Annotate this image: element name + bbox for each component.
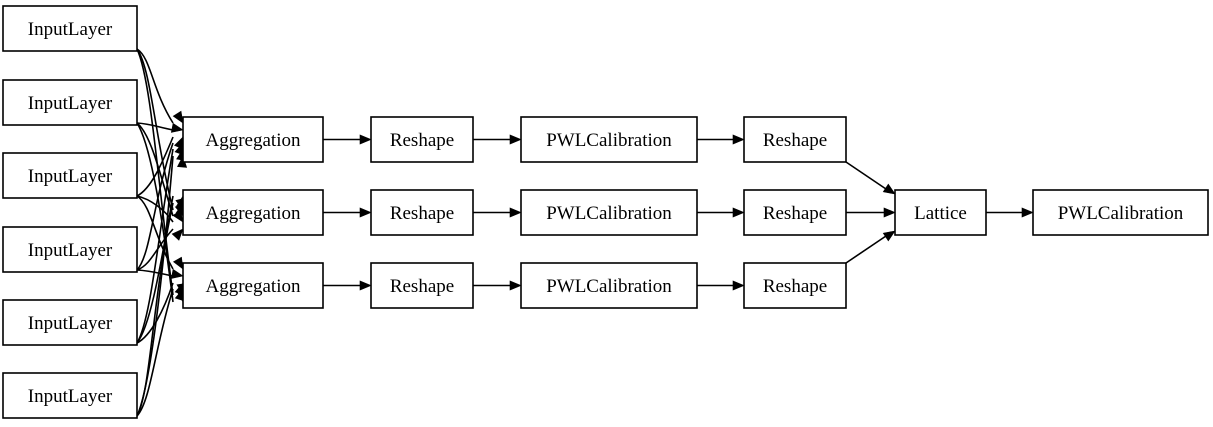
- node-box-rs1a: [370, 116, 474, 163]
- edge-rs1b-to-lattice: [845, 161, 896, 195]
- node-rs2b[interactable]: Reshape: [743, 189, 847, 236]
- edge-in2-to-agg1: [136, 122, 184, 133]
- node-box-in1: [2, 5, 138, 52]
- node-box-rs2a: [370, 189, 474, 236]
- node-label-rs3a: Reshape: [390, 276, 454, 297]
- node-in4[interactable]: InputLayer: [2, 226, 138, 273]
- node-rs2a[interactable]: Reshape: [370, 189, 474, 236]
- edge-pwl2-to-rs2b: [697, 207, 745, 218]
- node-pwl2[interactable]: PWLCalibration: [520, 189, 698, 236]
- node-rs3a[interactable]: Reshape: [370, 262, 474, 309]
- node-label-rs3b: Reshape: [763, 276, 827, 297]
- edge-in4-to-agg2: [136, 228, 184, 271]
- edge-agg2-to-rs2a: [323, 207, 372, 218]
- node-box-rs3a: [370, 262, 474, 309]
- nodes-layer: InputLayerInputLayerInputLayerInputLayer…: [2, 5, 1209, 419]
- node-rs1b[interactable]: Reshape: [743, 116, 847, 163]
- node-in1[interactable]: InputLayer: [2, 5, 138, 52]
- node-label-agg3: Aggregation: [206, 276, 301, 297]
- node-label-agg2: Aggregation: [206, 203, 301, 224]
- node-agg3[interactable]: Aggregation: [182, 262, 324, 309]
- node-in5[interactable]: InputLayer: [2, 299, 138, 346]
- node-box-out: [1032, 189, 1209, 236]
- node-label-in4: InputLayer: [28, 240, 113, 261]
- node-label-rs2a: Reshape: [390, 203, 454, 224]
- node-box-agg3: [182, 262, 324, 309]
- node-agg1[interactable]: Aggregation: [182, 116, 324, 163]
- node-rs3b[interactable]: Reshape: [743, 262, 847, 309]
- node-in3[interactable]: InputLayer: [2, 152, 138, 199]
- edges-layer: [136, 48, 1034, 417]
- edge-rs2a-to-pwl2: [473, 207, 522, 218]
- node-box-pwl3: [520, 262, 698, 309]
- node-label-pwl2: PWLCalibration: [546, 203, 672, 224]
- node-label-in3: InputLayer: [28, 166, 113, 187]
- node-box-rs2b: [743, 189, 847, 236]
- edge-agg1-to-rs1a: [323, 134, 372, 145]
- node-out[interactable]: PWLCalibration: [1032, 189, 1209, 236]
- node-box-pwl1: [520, 116, 698, 163]
- node-label-lat: Lattice: [914, 203, 967, 224]
- edge-pwl1-to-rs1b: [697, 134, 745, 145]
- node-label-in1: InputLayer: [28, 19, 113, 40]
- node-label-rs2b: Reshape: [763, 203, 827, 224]
- node-in6[interactable]: InputLayer: [2, 372, 138, 419]
- node-label-in2: InputLayer: [28, 93, 113, 114]
- node-label-rs1a: Reshape: [390, 130, 454, 151]
- node-box-agg2: [182, 189, 324, 236]
- node-label-in6: InputLayer: [28, 386, 113, 407]
- node-box-pwl2: [520, 189, 698, 236]
- node-label-pwl1: PWLCalibration: [546, 130, 672, 151]
- edge-pwl3-to-rs3b: [697, 280, 745, 291]
- edge-rs1a-to-pwl1: [473, 134, 522, 145]
- node-label-in5: InputLayer: [28, 313, 113, 334]
- node-in2[interactable]: InputLayer: [2, 79, 138, 126]
- node-box-in5: [2, 299, 138, 346]
- node-agg2[interactable]: Aggregation: [182, 189, 324, 236]
- node-label-out: PWLCalibration: [1058, 203, 1184, 224]
- node-pwl1[interactable]: PWLCalibration: [520, 116, 698, 163]
- node-box-rs3b: [743, 262, 847, 309]
- edge-agg3-to-rs3a: [323, 280, 372, 291]
- node-box-lat: [894, 189, 987, 236]
- node-label-agg1: Aggregation: [206, 130, 301, 151]
- node-label-pwl3: PWLCalibration: [546, 276, 672, 297]
- node-pwl3[interactable]: PWLCalibration: [520, 262, 698, 309]
- node-box-in6: [2, 372, 138, 419]
- node-box-in2: [2, 79, 138, 126]
- node-box-in3: [2, 152, 138, 199]
- edge-in1-to-agg1: [136, 48, 184, 124]
- node-rs1a[interactable]: Reshape: [370, 116, 474, 163]
- node-label-rs1b: Reshape: [763, 130, 827, 151]
- node-box-rs1b: [743, 116, 847, 163]
- edge-rs3a-to-pwl3: [473, 280, 522, 291]
- edge-lat-to-out: [986, 207, 1034, 218]
- node-lat[interactable]: Lattice: [894, 189, 987, 236]
- edge-rs3b-to-lattice: [845, 230, 896, 264]
- node-box-in4: [2, 226, 138, 273]
- node-box-agg1: [182, 116, 324, 163]
- edge-rs2b-to-lat: [846, 207, 896, 218]
